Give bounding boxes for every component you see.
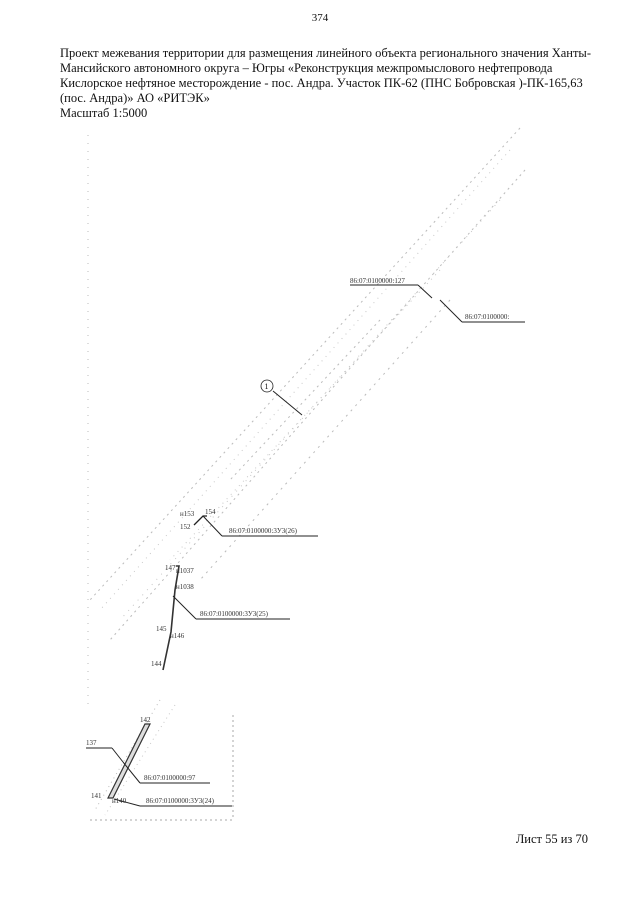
leader-line <box>113 798 141 807</box>
point-label-147: 147 <box>165 564 176 572</box>
parcel-label-97: 86:07:0100000:97 <box>144 774 196 782</box>
corridor-line <box>109 169 526 641</box>
zone-marker-label: 1 <box>265 382 269 391</box>
point-label-141: 141 <box>91 792 102 800</box>
parcel-label-zu3-26: 86:07:0100000:3У3(26) <box>229 527 298 535</box>
leader-line <box>122 761 141 784</box>
parcel-label-127: 86:07:0100000:127 <box>350 277 405 285</box>
point-label-h1038: н1038 <box>176 583 194 591</box>
page-number: 374 <box>311 12 329 24</box>
parcel-boundary <box>107 723 151 799</box>
point-label-154: 154 <box>205 508 216 516</box>
parcel-boundary <box>162 565 180 671</box>
point-label-h1037: н1037 <box>176 567 194 575</box>
corridor-line <box>229 319 381 481</box>
point-label-h153: н153 <box>180 510 195 518</box>
parcel-label-zu3-25: 86:07:0100000:3У3(25) <box>200 610 269 618</box>
parcel-boundary <box>193 515 207 526</box>
corridor-line <box>89 127 521 601</box>
leader-line <box>439 299 463 323</box>
point-label-137: 137 <box>86 739 97 747</box>
corridor-line <box>104 704 176 816</box>
map-scale: Масштаб 1:5000 <box>60 106 148 120</box>
point-label-152: 152 <box>180 523 191 531</box>
corridor-line <box>99 149 511 611</box>
sheet-number: Лист 55 из 70 <box>515 832 588 846</box>
parcel-label-top-right: 86:07:0100000: <box>465 313 509 321</box>
leader-line <box>111 747 124 763</box>
corridor-line <box>169 269 441 561</box>
parcel-label-zu3-24: 86:07:0100000:3У3(24) <box>146 797 215 805</box>
point-label-142: 142 <box>140 716 151 724</box>
point-label-145: 145 <box>156 625 167 633</box>
leader-line <box>202 515 223 537</box>
leader-line <box>417 284 433 299</box>
leader-line <box>272 390 303 416</box>
document-title: Проект межевания территории для размещен… <box>60 46 591 105</box>
point-label-144: 144 <box>151 660 162 668</box>
point-label-h146: н146 <box>170 632 185 640</box>
point-label-h140: н140 <box>112 797 127 805</box>
zone-marker-circle <box>260 379 274 393</box>
corridor-line <box>119 199 501 621</box>
leader-line <box>172 595 197 620</box>
